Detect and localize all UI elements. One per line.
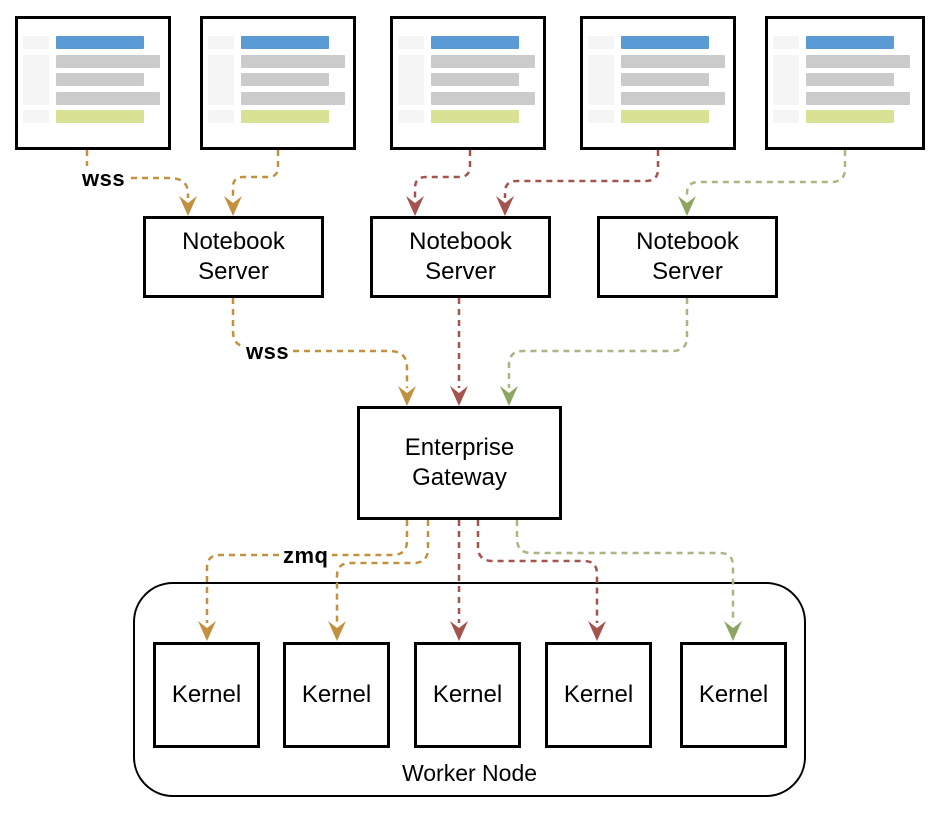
panel-highlight-bar: [241, 110, 329, 123]
panel-title-bar: [241, 36, 329, 49]
panel-text-bar: [431, 73, 519, 86]
kernel-3: Kernel: [414, 642, 521, 748]
notebook-server-2: Notebook Server: [370, 216, 551, 298]
notebook-server-1: Notebook Server: [143, 216, 324, 298]
panel-title-bar: [806, 36, 894, 49]
panel-text-bar: [56, 92, 160, 105]
panel-sidebar-block: [588, 36, 614, 49]
kernel-label: Kernel: [171, 681, 242, 708]
panel-sidebar-block: [588, 55, 614, 105]
panel-text-bar: [56, 55, 160, 68]
kernel-2: Kernel: [283, 642, 390, 748]
notebook-client-panel-5: [765, 16, 925, 150]
arrowhead-into-gateway-green: [500, 386, 518, 406]
panel-title-bar: [56, 36, 144, 49]
panel-text-bar: [806, 92, 910, 105]
worker-node-container: [133, 582, 806, 797]
panel-text-bar: [806, 55, 910, 68]
arrowhead-into-gateway-red: [450, 386, 468, 406]
kernel-5: Kernel: [680, 642, 787, 748]
notebook-server-label: Notebook Server: [636, 228, 739, 285]
edge-server1-to-gateway: [293, 349, 409, 388]
worker-node-label: Worker Node: [401, 760, 538, 786]
kernel-label: Kernel: [301, 681, 372, 708]
notebook-server-label: Notebook Server: [182, 228, 285, 285]
kernel-1: Kernel: [153, 642, 260, 748]
panel-sidebar-block: [398, 110, 424, 123]
panel-text-bar: [56, 73, 144, 86]
panel-text-bar: [431, 92, 535, 105]
notebook-server-3: Notebook Server: [597, 216, 778, 298]
panel-sidebar-block: [23, 110, 49, 123]
panel-text-bar: [431, 55, 535, 68]
panel-highlight-bar: [431, 110, 519, 123]
edge-client4-to-server2: [503, 150, 660, 198]
panel-text-bar: [621, 55, 725, 68]
panel-text-bar: [241, 92, 345, 105]
arrowhead-into-server1-a: [179, 196, 197, 216]
panel-text-bar: [241, 73, 329, 86]
panel-sidebar-block: [773, 110, 799, 123]
panel-sidebar-block: [773, 55, 799, 105]
kernel-4: Kernel: [545, 642, 652, 748]
enterprise-gateway: Enterprise Gateway: [357, 406, 562, 520]
wss-label-top: wss: [82, 166, 126, 191]
arrowhead-into-server2-a: [406, 196, 424, 216]
zmq-label: zmq: [283, 543, 329, 568]
edge-server1-down-stub: [231, 298, 245, 348]
panel-sidebar-block: [208, 36, 234, 49]
notebook-server-label: Notebook Server: [409, 228, 512, 285]
edge-client2-to-server1: [231, 150, 280, 198]
edge-gateway-zmq-left: [332, 520, 409, 557]
wss-label-mid: wss: [246, 339, 290, 364]
kernel-label: Kernel: [698, 681, 769, 708]
panel-text-bar: [241, 55, 345, 68]
arrowhead-into-gateway-orange: [398, 386, 416, 406]
enterprise-gateway-label: Enterprise Gateway: [404, 434, 515, 491]
arrowhead-into-server3: [678, 196, 696, 216]
kernel-label: Kernel: [563, 681, 634, 708]
panel-sidebar-block: [23, 36, 49, 49]
panel-sidebar-block: [398, 55, 424, 105]
edge-server3-to-gateway: [507, 298, 689, 388]
edge-client1-to-server1: [131, 176, 190, 198]
panel-text-bar: [806, 73, 894, 86]
panel-text-bar: [621, 73, 709, 86]
panel-text-bar: [621, 92, 725, 105]
panel-title-bar: [621, 36, 709, 49]
kernel-label: Kernel: [432, 681, 503, 708]
panel-sidebar-block: [23, 55, 49, 105]
notebook-client-panel-2: [200, 16, 356, 150]
panel-sidebar-block: [773, 36, 799, 49]
notebook-client-panel-1: [15, 16, 171, 150]
panel-sidebar-block: [208, 55, 234, 105]
arrowhead-into-server1-b: [224, 196, 242, 216]
edge-client3-to-server2: [413, 150, 472, 198]
panel-sidebar-block: [208, 110, 234, 123]
notebook-client-panel-3: [390, 16, 546, 150]
panel-sidebar-block: [588, 110, 614, 123]
panel-highlight-bar: [806, 110, 894, 123]
panel-highlight-bar: [621, 110, 709, 123]
panel-highlight-bar: [56, 110, 144, 123]
panel-sidebar-block: [398, 36, 424, 49]
notebook-client-panel-4: [580, 16, 736, 150]
arrowhead-into-server2-b: [496, 196, 514, 216]
panel-title-bar: [431, 36, 519, 49]
edge-client5-to-server3: [685, 150, 847, 198]
